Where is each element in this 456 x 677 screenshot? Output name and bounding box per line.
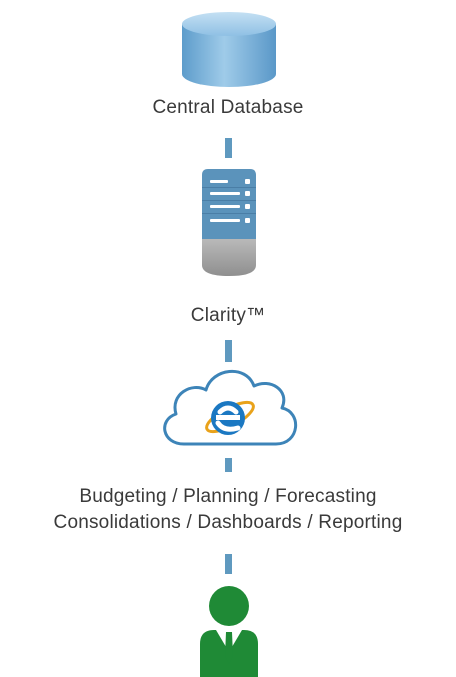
browser-logo-icon [205,400,255,435]
services-label-line-2: Consolidations / Dashboards / Reporting [53,512,403,533]
connector-cloud-text [225,458,232,472]
user-icon [200,586,258,677]
connector-server-cloud [225,340,232,362]
services-label-line-1: Budgeting / Planning / Forecasting [79,486,377,507]
cloud-browser-icon [154,356,306,462]
server-icon [202,169,256,276]
connector-database-server [225,138,232,158]
database-icon [180,10,278,90]
database-label: Central Database [152,97,304,118]
connector-text-user [225,554,232,574]
server-label: Clarity™ [190,305,266,326]
